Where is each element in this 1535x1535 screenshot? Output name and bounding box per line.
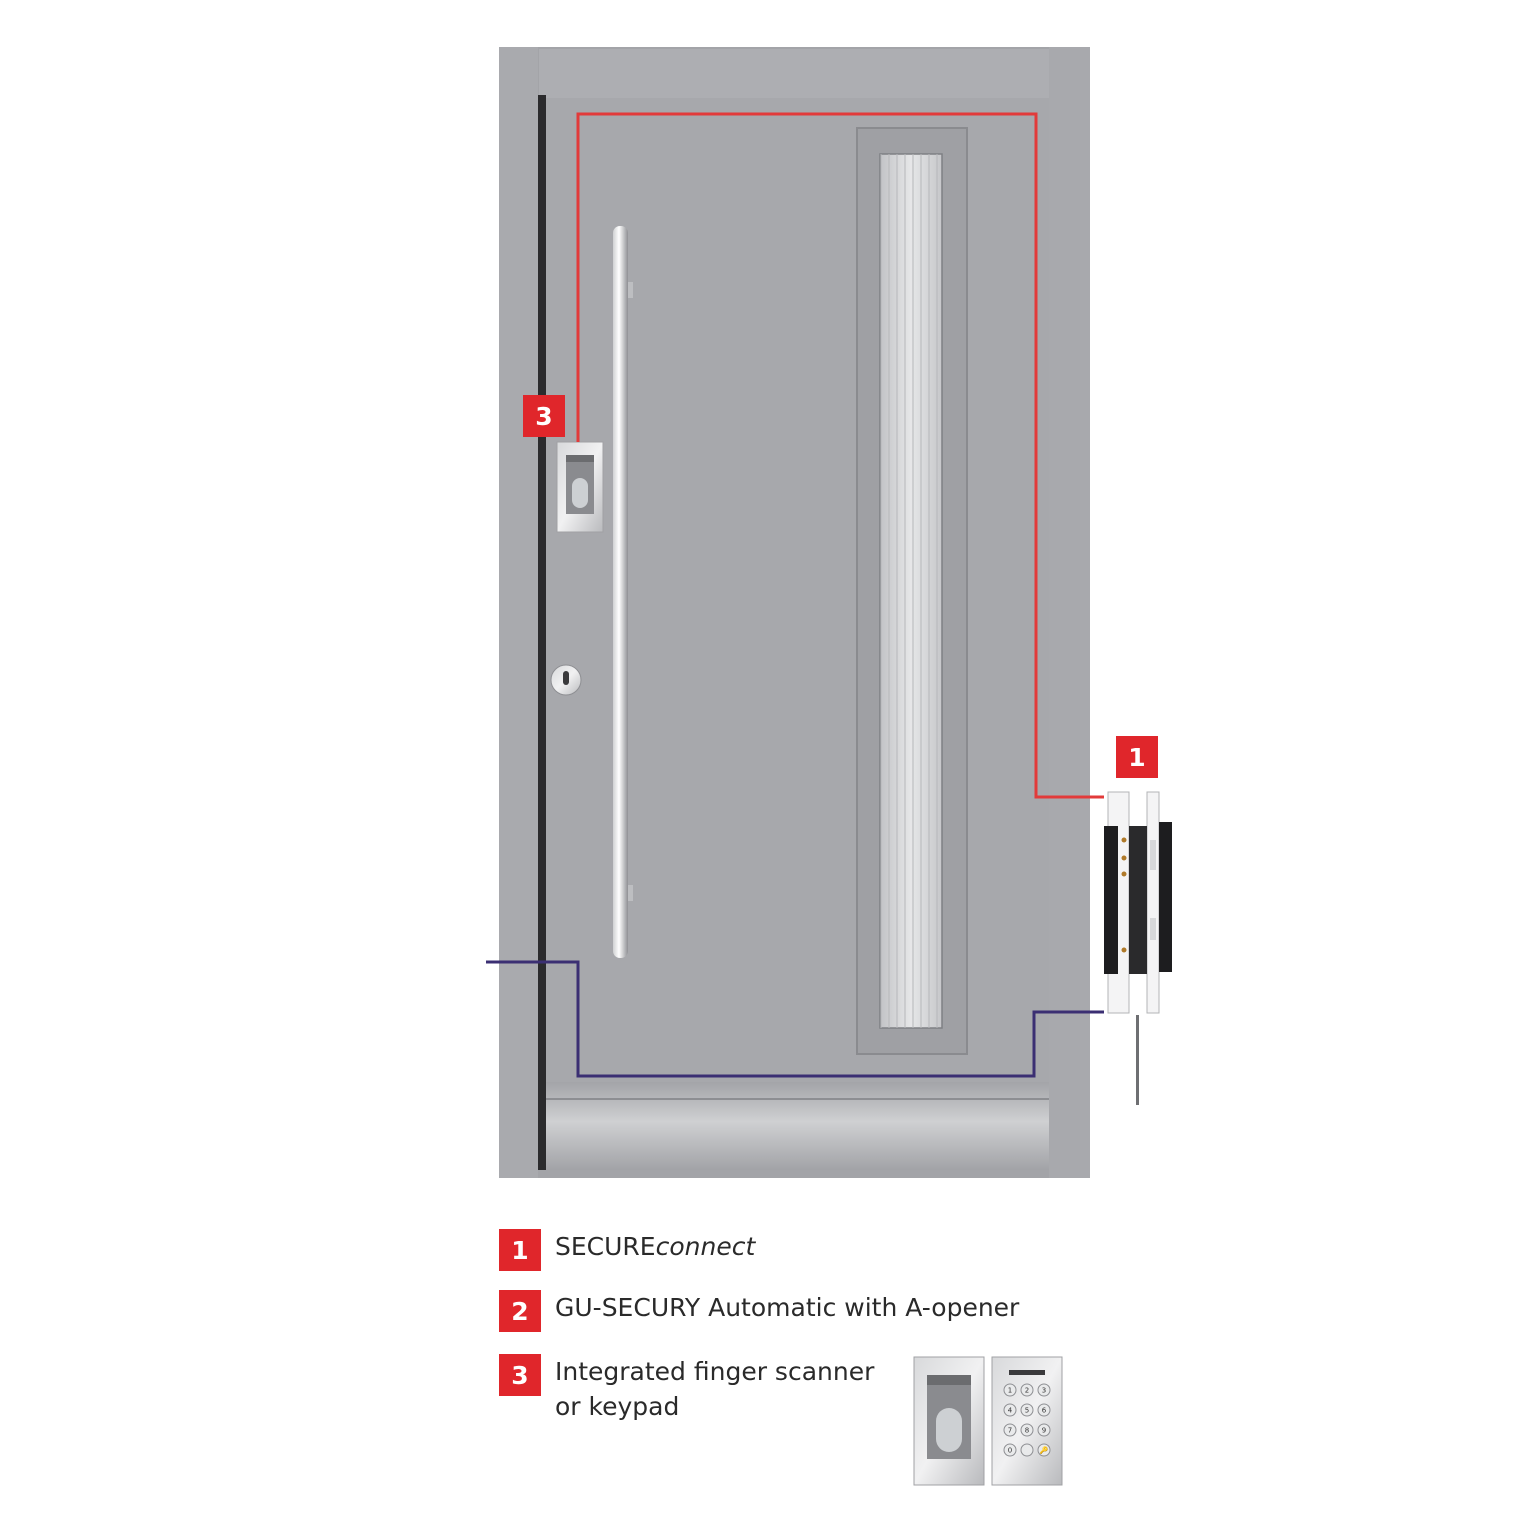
marker-3: 3 [523, 395, 565, 437]
keypad-key [1037, 1383, 1051, 1397]
legend-text-2: GU-SECURY Automatic with A-opener [555, 1293, 1020, 1322]
legend-item-2: 2 GU-SECURY Automatic with A-opener [499, 1290, 1019, 1332]
keypad-key-label: 6 [1042, 1407, 1047, 1415]
keypad-key-label: 0 [1008, 1447, 1012, 1455]
keypad-key [1020, 1423, 1034, 1437]
keypad-key [1037, 1423, 1051, 1437]
legend-badge-3: 3 [499, 1354, 541, 1396]
red-cable-route [576, 112, 1104, 799]
legend-item-1: 1 SECUREconnect [499, 1229, 755, 1271]
bar-handle [613, 226, 633, 958]
glass-panel [856, 127, 968, 1055]
legend-text-1: SECUREconnect [555, 1232, 756, 1261]
keypad-key-label: 1 [1008, 1387, 1012, 1395]
keypad-thumbnail: 1 2 3 4 5 6 7 8 9 0 🔑 [991, 1356, 1063, 1486]
keypad-key-label: 2 [1025, 1387, 1029, 1395]
keypad-key [1003, 1383, 1017, 1397]
keypad-key [1020, 1403, 1034, 1417]
keypad-key [1037, 1443, 1051, 1457]
keypad-key-label: 8 [1025, 1427, 1029, 1435]
keypad-key-label: 🔑 [1040, 1446, 1049, 1455]
legend-item-3: 3 Integrated finger scanner or keypad [499, 1354, 874, 1424]
keypad-key [1003, 1443, 1017, 1457]
keypad-key [1037, 1403, 1051, 1417]
keypad-key-label: 5 [1025, 1407, 1029, 1415]
keypad-key-label: 7 [1008, 1427, 1012, 1435]
keypad-key [1020, 1383, 1034, 1397]
purple-cable-route [486, 960, 1104, 1078]
keypad-key [1020, 1443, 1034, 1457]
legend-badge-2: 2 [499, 1290, 541, 1332]
keypad-key-label: 4 [1008, 1407, 1013, 1415]
keypad-key [1003, 1403, 1017, 1417]
finger-scanner-on-door [556, 441, 604, 533]
legend-badge-1: 1 [499, 1229, 541, 1271]
legend-text-3: Integrated finger scanner or keypad [555, 1357, 875, 1421]
marker-1: 1 [1116, 736, 1158, 778]
keypad-key [1003, 1423, 1017, 1437]
keypad-key-label: 9 [1042, 1427, 1046, 1435]
finger-scanner-thumbnail [913, 1356, 985, 1486]
keypad-key-label: 3 [1042, 1387, 1046, 1395]
key-cylinder [550, 664, 582, 696]
lock-mechanism [1104, 791, 1172, 1105]
